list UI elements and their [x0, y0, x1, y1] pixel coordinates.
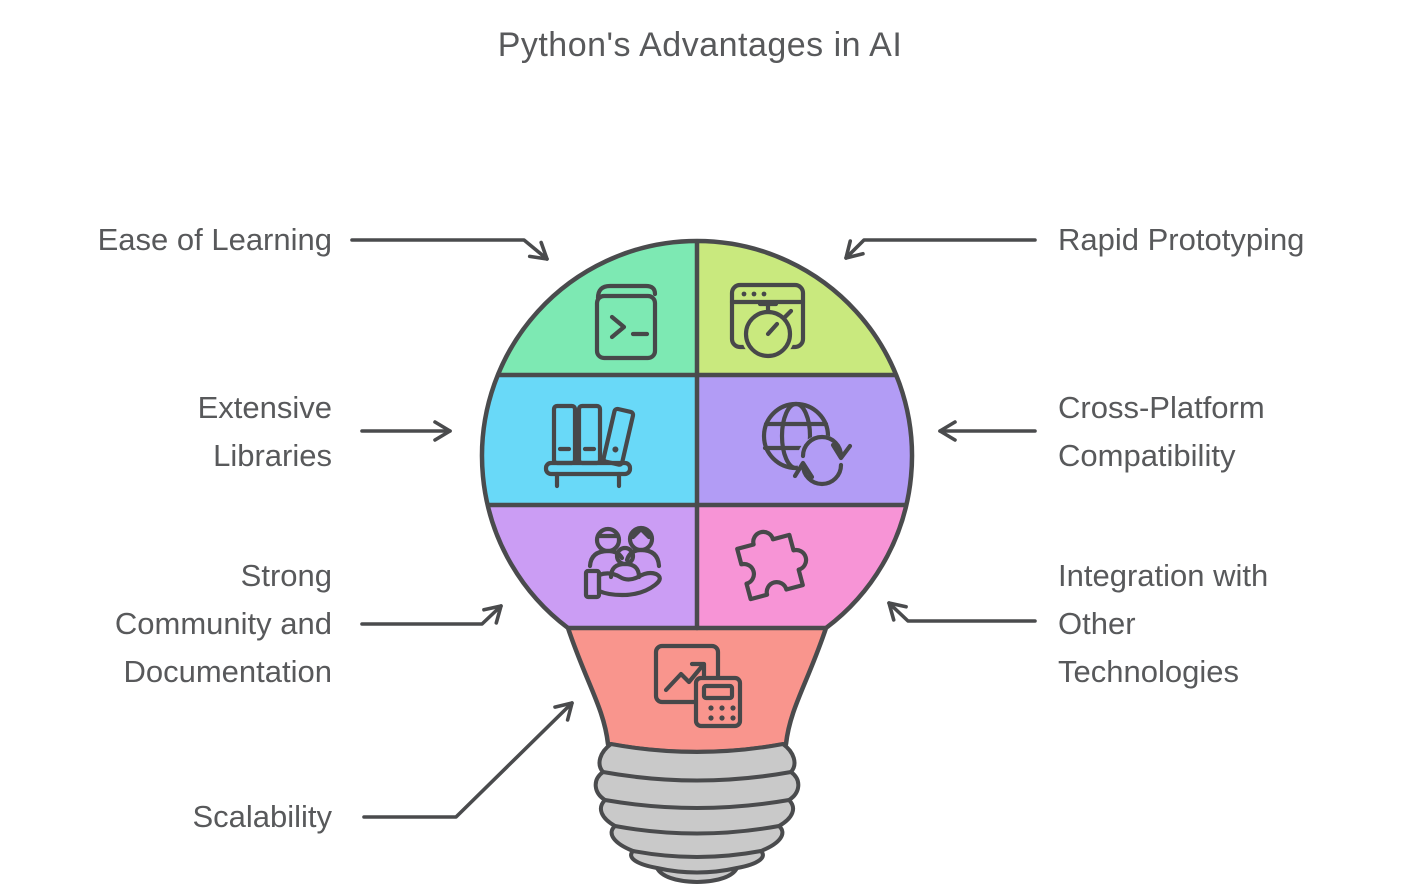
label-line: Community and: [114, 606, 332, 641]
label-line: Ease of Learning: [97, 222, 332, 257]
label-line: Other: [1058, 606, 1136, 641]
label-integration: Integration with Other Technologies: [1058, 552, 1268, 696]
label-line: Extensive: [197, 390, 332, 425]
rapid-prototyping-arrow: [844, 238, 1037, 260]
segment-integration: [697, 505, 912, 628]
label-line: Scalability: [192, 799, 332, 834]
label-scalability: Scalability: [192, 793, 332, 841]
bookshelf-icon: [543, 403, 636, 489]
segment-extensive-libraries: [482, 375, 697, 505]
label-rapid-prototyping: Rapid Prototyping: [1058, 216, 1304, 264]
label-line: Compatibility: [1058, 438, 1236, 473]
terminal-book-icon: [594, 283, 658, 361]
label-line: Documentation: [123, 654, 332, 689]
page-title: Python's Advantages in AI: [497, 26, 903, 64]
base-ridge-2: [603, 798, 791, 810]
label-strong-community: Strong Community and Documentation: [115, 552, 332, 696]
label-extensive-libraries: Extensive Libraries: [198, 384, 332, 480]
label-line: Rapid Prototyping: [1058, 222, 1305, 257]
browser-stopwatch-icon: [729, 282, 806, 361]
label-line: Cross-Platform: [1058, 390, 1265, 425]
base-ridge-4: [631, 849, 763, 859]
base-body: [593, 742, 801, 884]
scalability-arrow: [362, 701, 574, 819]
base-ridge-5: [655, 866, 739, 875]
bulb-base: [593, 742, 801, 884]
base-ridge-3: [613, 824, 781, 836]
label-line: Integration with: [1058, 558, 1269, 593]
label-line: Strong: [240, 558, 332, 593]
community-arrow: [360, 604, 503, 626]
label-line: Technologies: [1058, 654, 1239, 689]
label-ease-of-learning: Ease of Learning: [98, 216, 332, 264]
community-hand-icon: [583, 525, 662, 600]
base-ridge-1: [601, 770, 793, 783]
label-line: Libraries: [213, 438, 332, 473]
label-cross-platform: Cross-Platform Compatibility: [1058, 384, 1265, 480]
globe-sync-icon: [761, 401, 853, 487]
ease-of-learning-arrow: [350, 238, 549, 261]
segment-ease-of-learning: [482, 241, 697, 375]
integration-arrow: [887, 601, 1037, 623]
chart-calculator-icon: [653, 643, 743, 729]
segment-cross-platform: [697, 375, 912, 505]
puzzle-icon: [735, 529, 809, 602]
